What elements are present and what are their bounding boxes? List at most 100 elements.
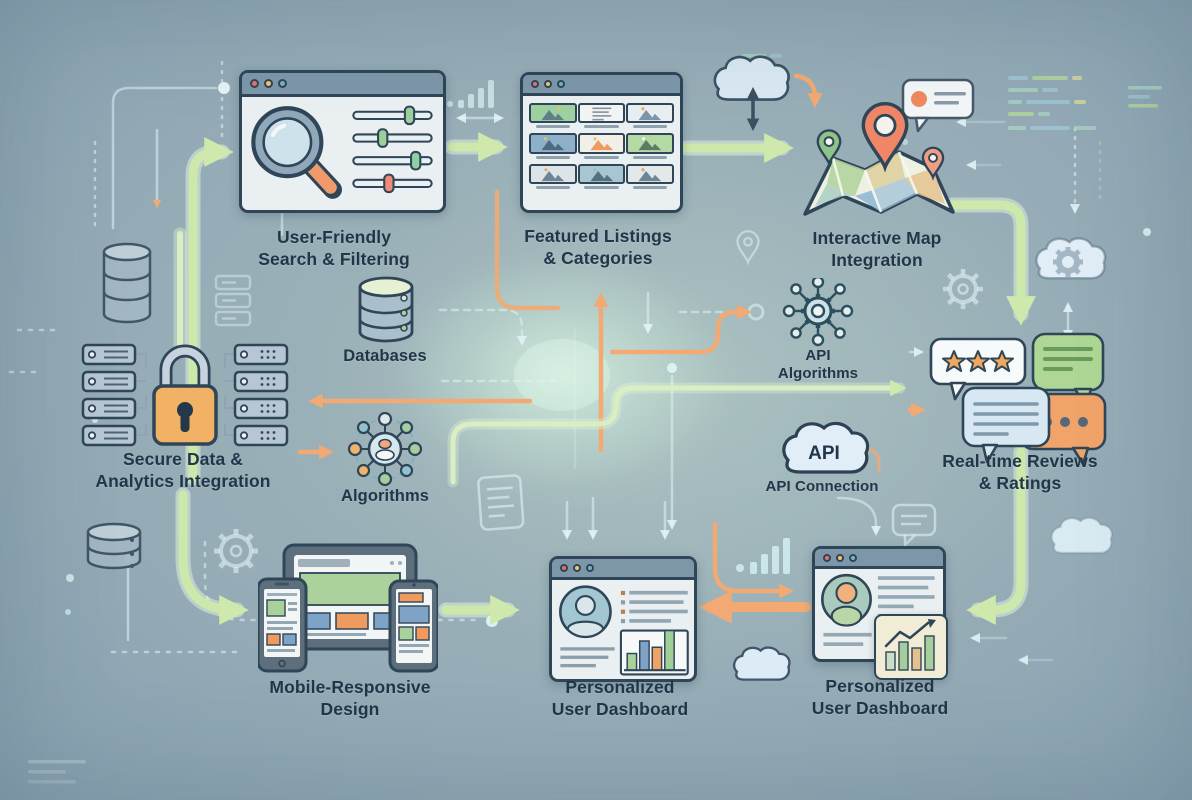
label-databases: Databases bbox=[343, 346, 426, 367]
phone bbox=[258, 577, 308, 673]
label-line: User-Friendly bbox=[276, 227, 392, 247]
label-line: User Dashboard bbox=[811, 697, 949, 718]
devices-icon bbox=[258, 543, 438, 673]
tablet-right bbox=[388, 579, 438, 673]
window-dot-icon bbox=[573, 564, 581, 572]
cloud-icon bbox=[733, 646, 791, 681]
label-line: Mobile-Responsive bbox=[269, 677, 431, 697]
green-glow-paths bbox=[173, 227, 907, 488]
label-line: Design bbox=[320, 698, 380, 719]
server-stack-icon bbox=[81, 343, 137, 447]
lock-icon bbox=[152, 344, 218, 446]
node-search bbox=[239, 70, 446, 213]
filter-sliders-icon bbox=[352, 105, 433, 194]
label-secure: Secure Data & Analytics Integration bbox=[95, 449, 270, 493]
label-line: Personalized bbox=[565, 677, 675, 697]
cloud-sync-icon bbox=[713, 55, 790, 132]
listings-grid-icon bbox=[523, 96, 680, 196]
api-cloud-icon: API bbox=[782, 421, 870, 474]
label-line: Interactive Map bbox=[812, 228, 942, 248]
dashboard-icon bbox=[821, 573, 935, 646]
label-line: Search & Filtering bbox=[258, 248, 410, 269]
listing-thumb bbox=[529, 163, 577, 189]
node-listings bbox=[520, 72, 683, 213]
node-api-algorithms bbox=[782, 278, 854, 347]
network-hub-icon bbox=[347, 412, 423, 487]
label-line: Featured Listings bbox=[524, 226, 672, 246]
window-dot-icon bbox=[531, 80, 539, 88]
cloud-gear-icon bbox=[1035, 237, 1107, 280]
server-connectors bbox=[137, 353, 234, 436]
label-algorithms: Algorithms bbox=[341, 486, 429, 507]
search-illustration bbox=[251, 105, 433, 199]
label-map: Interactive Map Integration bbox=[813, 228, 942, 272]
label-dashboard-center: Personalized User Dashboard bbox=[552, 677, 689, 721]
window-dot-icon bbox=[250, 79, 259, 88]
server-stack-icon bbox=[233, 343, 289, 447]
center-glow-core bbox=[514, 339, 610, 411]
document-icon bbox=[477, 474, 525, 531]
label-line: & Ratings bbox=[978, 472, 1062, 493]
location-pin-icon bbox=[861, 101, 909, 173]
location-pin-icon bbox=[921, 146, 945, 181]
label-line: Algorithms bbox=[777, 365, 859, 382]
gear-icon bbox=[214, 529, 258, 573]
window-dot-icon bbox=[264, 79, 273, 88]
label-line: Integration bbox=[831, 249, 923, 270]
node-api-connection: API bbox=[782, 421, 870, 474]
chat-bubble-icon bbox=[901, 78, 975, 133]
arrow-map-to-reviews bbox=[947, 200, 1036, 326]
stars-bubble bbox=[929, 337, 1027, 401]
gear-icon bbox=[943, 269, 983, 309]
label-line: API Connection bbox=[765, 478, 879, 495]
label-line: Algorithms bbox=[340, 487, 430, 505]
trend-chart-icon bbox=[884, 619, 936, 671]
window-dot-icon bbox=[586, 564, 594, 572]
label-listings: Featured Listings & Categories bbox=[524, 226, 672, 270]
label-dashboard-right: Personalized User Dashboard bbox=[812, 676, 949, 720]
server-outline-icon bbox=[214, 274, 252, 327]
label-line: Personalized bbox=[825, 676, 935, 696]
listing-thumb bbox=[529, 133, 577, 159]
node-dashboard-right bbox=[812, 546, 946, 662]
label-line: API bbox=[805, 347, 831, 364]
faint-icons bbox=[214, 230, 983, 573]
blue-bubble bbox=[961, 386, 1051, 464]
list-rows bbox=[877, 576, 935, 618]
gear-hub-icon bbox=[782, 278, 854, 347]
window-dot-icon bbox=[849, 553, 857, 562]
browser-titlebar bbox=[523, 75, 680, 96]
label-reviews: Real-time Reviews & Ratings bbox=[942, 451, 1097, 495]
magnifier-icon bbox=[251, 106, 342, 199]
orange-flow-paths bbox=[297, 73, 926, 624]
node-mobile bbox=[258, 543, 438, 673]
node-algorithms bbox=[347, 412, 423, 487]
list-rows bbox=[620, 590, 688, 624]
browser-titlebar bbox=[242, 73, 443, 97]
api-badge: API bbox=[808, 443, 840, 464]
dashboard-icon bbox=[559, 585, 689, 676]
window-dot-icon bbox=[836, 553, 844, 562]
trend-chart-card bbox=[874, 614, 948, 680]
window-dot-icon bbox=[544, 80, 552, 88]
listing-thumb bbox=[626, 163, 674, 189]
listing-thumb bbox=[577, 133, 626, 159]
bar-chart-icon bbox=[619, 629, 689, 676]
arrow-to-search bbox=[188, 137, 234, 483]
listing-thumb bbox=[626, 103, 674, 129]
node-secure bbox=[81, 343, 289, 447]
location-pin-outline-icon bbox=[736, 230, 760, 264]
label-search: User-Friendly Search & Filtering bbox=[258, 227, 410, 271]
label-line: Real-time Reviews bbox=[942, 451, 1098, 471]
label-line: Secure Data & bbox=[123, 449, 243, 469]
window-dot-icon bbox=[557, 80, 565, 88]
label-api-algorithms: API Algorithms bbox=[778, 347, 858, 383]
database-cylinder-icon bbox=[358, 276, 414, 343]
code-lines-glyph bbox=[28, 54, 1162, 784]
cloud-icon bbox=[1050, 516, 1113, 554]
map-pins-icon bbox=[803, 101, 955, 216]
label-line: Databases bbox=[343, 347, 427, 365]
location-pin-icon bbox=[816, 129, 842, 167]
